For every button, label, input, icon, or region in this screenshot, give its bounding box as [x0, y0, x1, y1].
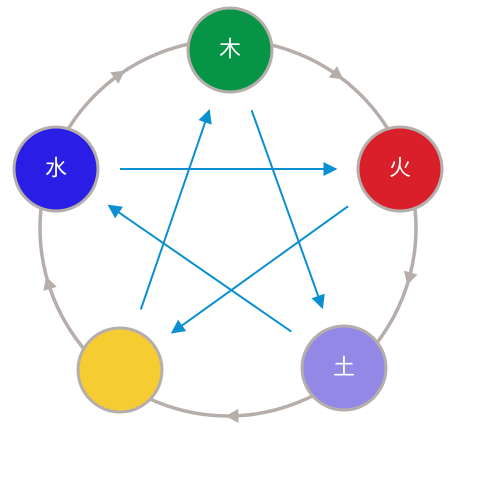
- overcoming-cycle-arrows: [107, 109, 349, 334]
- wood-label: 木: [219, 38, 241, 63]
- cycle-arrowhead-earth-to-metal: [225, 408, 239, 423]
- node-fire: 火: [356, 125, 444, 213]
- cycle-arrowhead-water-to-wood: [110, 70, 125, 84]
- overcoming-arrow-earth-to-water: [107, 204, 292, 333]
- node-earth: 土: [300, 324, 388, 412]
- node-water: 水: [12, 125, 100, 213]
- cycle-arrowhead-fire-to-earth: [403, 270, 418, 286]
- wood-circle: [186, 6, 274, 94]
- metal-circle: [76, 326, 164, 414]
- overcoming-arrow-fire-to-metal: [170, 205, 349, 334]
- cycle-arrowhead-metal-to-water: [43, 276, 57, 291]
- earth-circle: [300, 324, 388, 412]
- water-label: 水: [45, 157, 67, 182]
- overcoming-arrow-metal-to-wood: [139, 109, 212, 310]
- earth-label: 土: [333, 356, 355, 381]
- fire-circle: [356, 125, 444, 213]
- fire-label: 火: [389, 157, 411, 182]
- overcoming-arrow-wood-to-earth: [250, 109, 325, 310]
- node-metal: [76, 326, 164, 414]
- cycle-arrowhead-wood-to-fire: [328, 66, 344, 80]
- generating-cycle-arrows: [43, 66, 418, 423]
- water-circle: [12, 125, 100, 213]
- node-wood: 木: [186, 6, 274, 94]
